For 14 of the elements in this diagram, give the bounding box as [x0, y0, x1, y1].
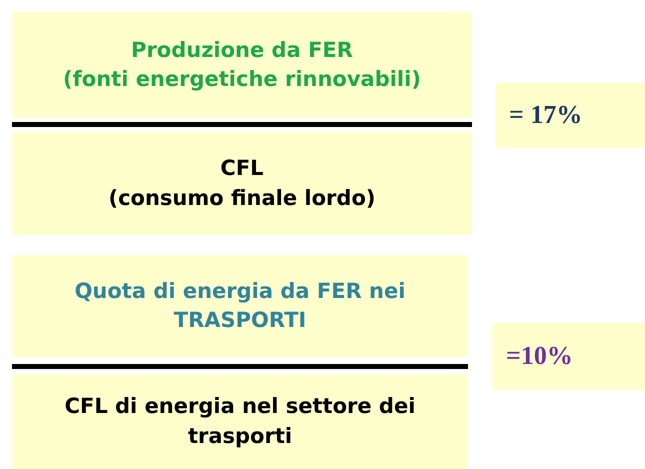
text-box: [12, 374, 468, 469]
box-text: Produzione da FER: [131, 36, 353, 64]
text-box: [492, 323, 645, 390]
text-box: [12, 132, 472, 235]
text-box: [495, 83, 645, 148]
percentage-value: = 17%: [509, 99, 582, 132]
box-text: Quota di energia da FER nei TRASPORTI: [74, 278, 406, 334]
text-box: [12, 12, 472, 118]
box-text: (fonti energetiche rinnovabili): [63, 66, 421, 93]
box-text: CFL di energia nel settore dei trasporti: [64, 393, 416, 450]
percentage-value: =10%: [506, 340, 573, 372]
text-box: [12, 255, 468, 357]
box-text: CFL: [220, 155, 264, 182]
box-text: (consumo finale lordo): [108, 184, 376, 212]
